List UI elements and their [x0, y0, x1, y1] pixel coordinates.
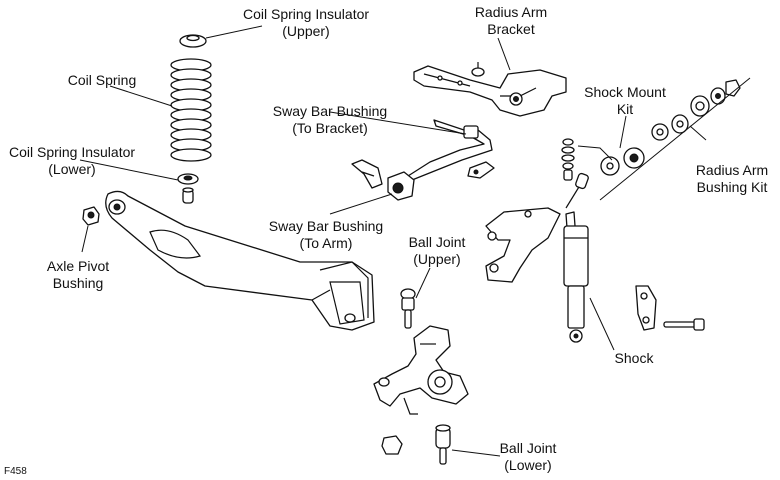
label-line: Kit — [616, 101, 634, 117]
label-sway-bar-bushing-arm: Sway Bar Bushing (To Arm) — [258, 218, 394, 252]
label-line: (To Bracket) — [292, 120, 368, 136]
shock-mount-kit-part — [561, 138, 575, 181]
shock-absorber-part — [563, 172, 589, 343]
label-line: Ball Joint — [408, 234, 466, 250]
label-line: Ball Joint — [499, 440, 557, 456]
axle-pivot-bushing-part — [82, 206, 100, 226]
coil-spring-part — [170, 58, 212, 162]
label-line: Coil Spring Insulator — [242, 6, 370, 22]
label-shock-mount-kit: Shock Mount Kit — [576, 84, 674, 118]
label-ball-joint-lower: Ball Joint (Lower) — [486, 440, 570, 474]
figure-id: F458 — [4, 466, 27, 477]
sway-bar-part — [407, 119, 495, 181]
label-line: (Upper) — [282, 23, 330, 39]
label-coil-spring-insulator-lower: Coil Spring Insulator (Lower) — [0, 144, 144, 178]
label-line: Bracket — [487, 21, 535, 37]
label-sway-bar-bushing-bracket: Sway Bar Bushing (To Bracket) — [262, 103, 398, 137]
label-line: (Lower) — [504, 457, 552, 473]
coil-spring-insulator-upper-part — [179, 34, 207, 48]
label-line: Radius Arm — [695, 162, 769, 178]
leader-lines — [79, 25, 751, 457]
shock-mount-bracket-part — [485, 207, 561, 283]
label-line: Axle Pivot — [46, 258, 110, 274]
label-radius-arm-bushing-kit: Radius Arm Bushing Kit — [684, 162, 780, 196]
label-line: Radius Arm — [474, 4, 548, 20]
radius-arm-bracket-part — [413, 62, 567, 117]
label-line: Bushing Kit — [696, 179, 768, 195]
coil-spring-insulator-lower-part — [177, 173, 199, 204]
label-coil-spring-insulator-upper: Coil Spring Insulator (Upper) — [220, 6, 392, 40]
label-line: Shock Mount — [584, 84, 666, 100]
label-line: Sway Bar Bushing — [272, 103, 388, 119]
label-line: Sway Bar Bushing — [268, 218, 384, 234]
label-line: Coil Spring — [67, 72, 137, 88]
axle-arm-part — [105, 190, 375, 331]
ball-joint-lower-part — [381, 424, 451, 465]
shock-lower-bracket-part — [635, 285, 705, 331]
label-coil-spring: Coil Spring — [52, 72, 152, 89]
label-shock: Shock — [604, 350, 664, 367]
steering-knuckle-part — [373, 325, 469, 415]
label-ball-joint-upper: Ball Joint (Upper) — [396, 234, 478, 268]
label-line: (Lower) — [48, 161, 96, 177]
label-radius-arm-bracket: Radius Arm Bracket — [462, 4, 560, 38]
sway-bar-bushing-arm-part — [351, 159, 415, 201]
label-line: Coil Spring Insulator — [8, 144, 136, 160]
ball-joint-upper-part — [400, 288, 416, 329]
label-axle-pivot-bushing: Axle Pivot Bushing — [34, 258, 122, 292]
label-line: Shock — [614, 350, 654, 366]
label-line: (Upper) — [413, 251, 461, 267]
label-line: (To Arm) — [299, 235, 353, 251]
label-line: Bushing — [52, 275, 104, 291]
